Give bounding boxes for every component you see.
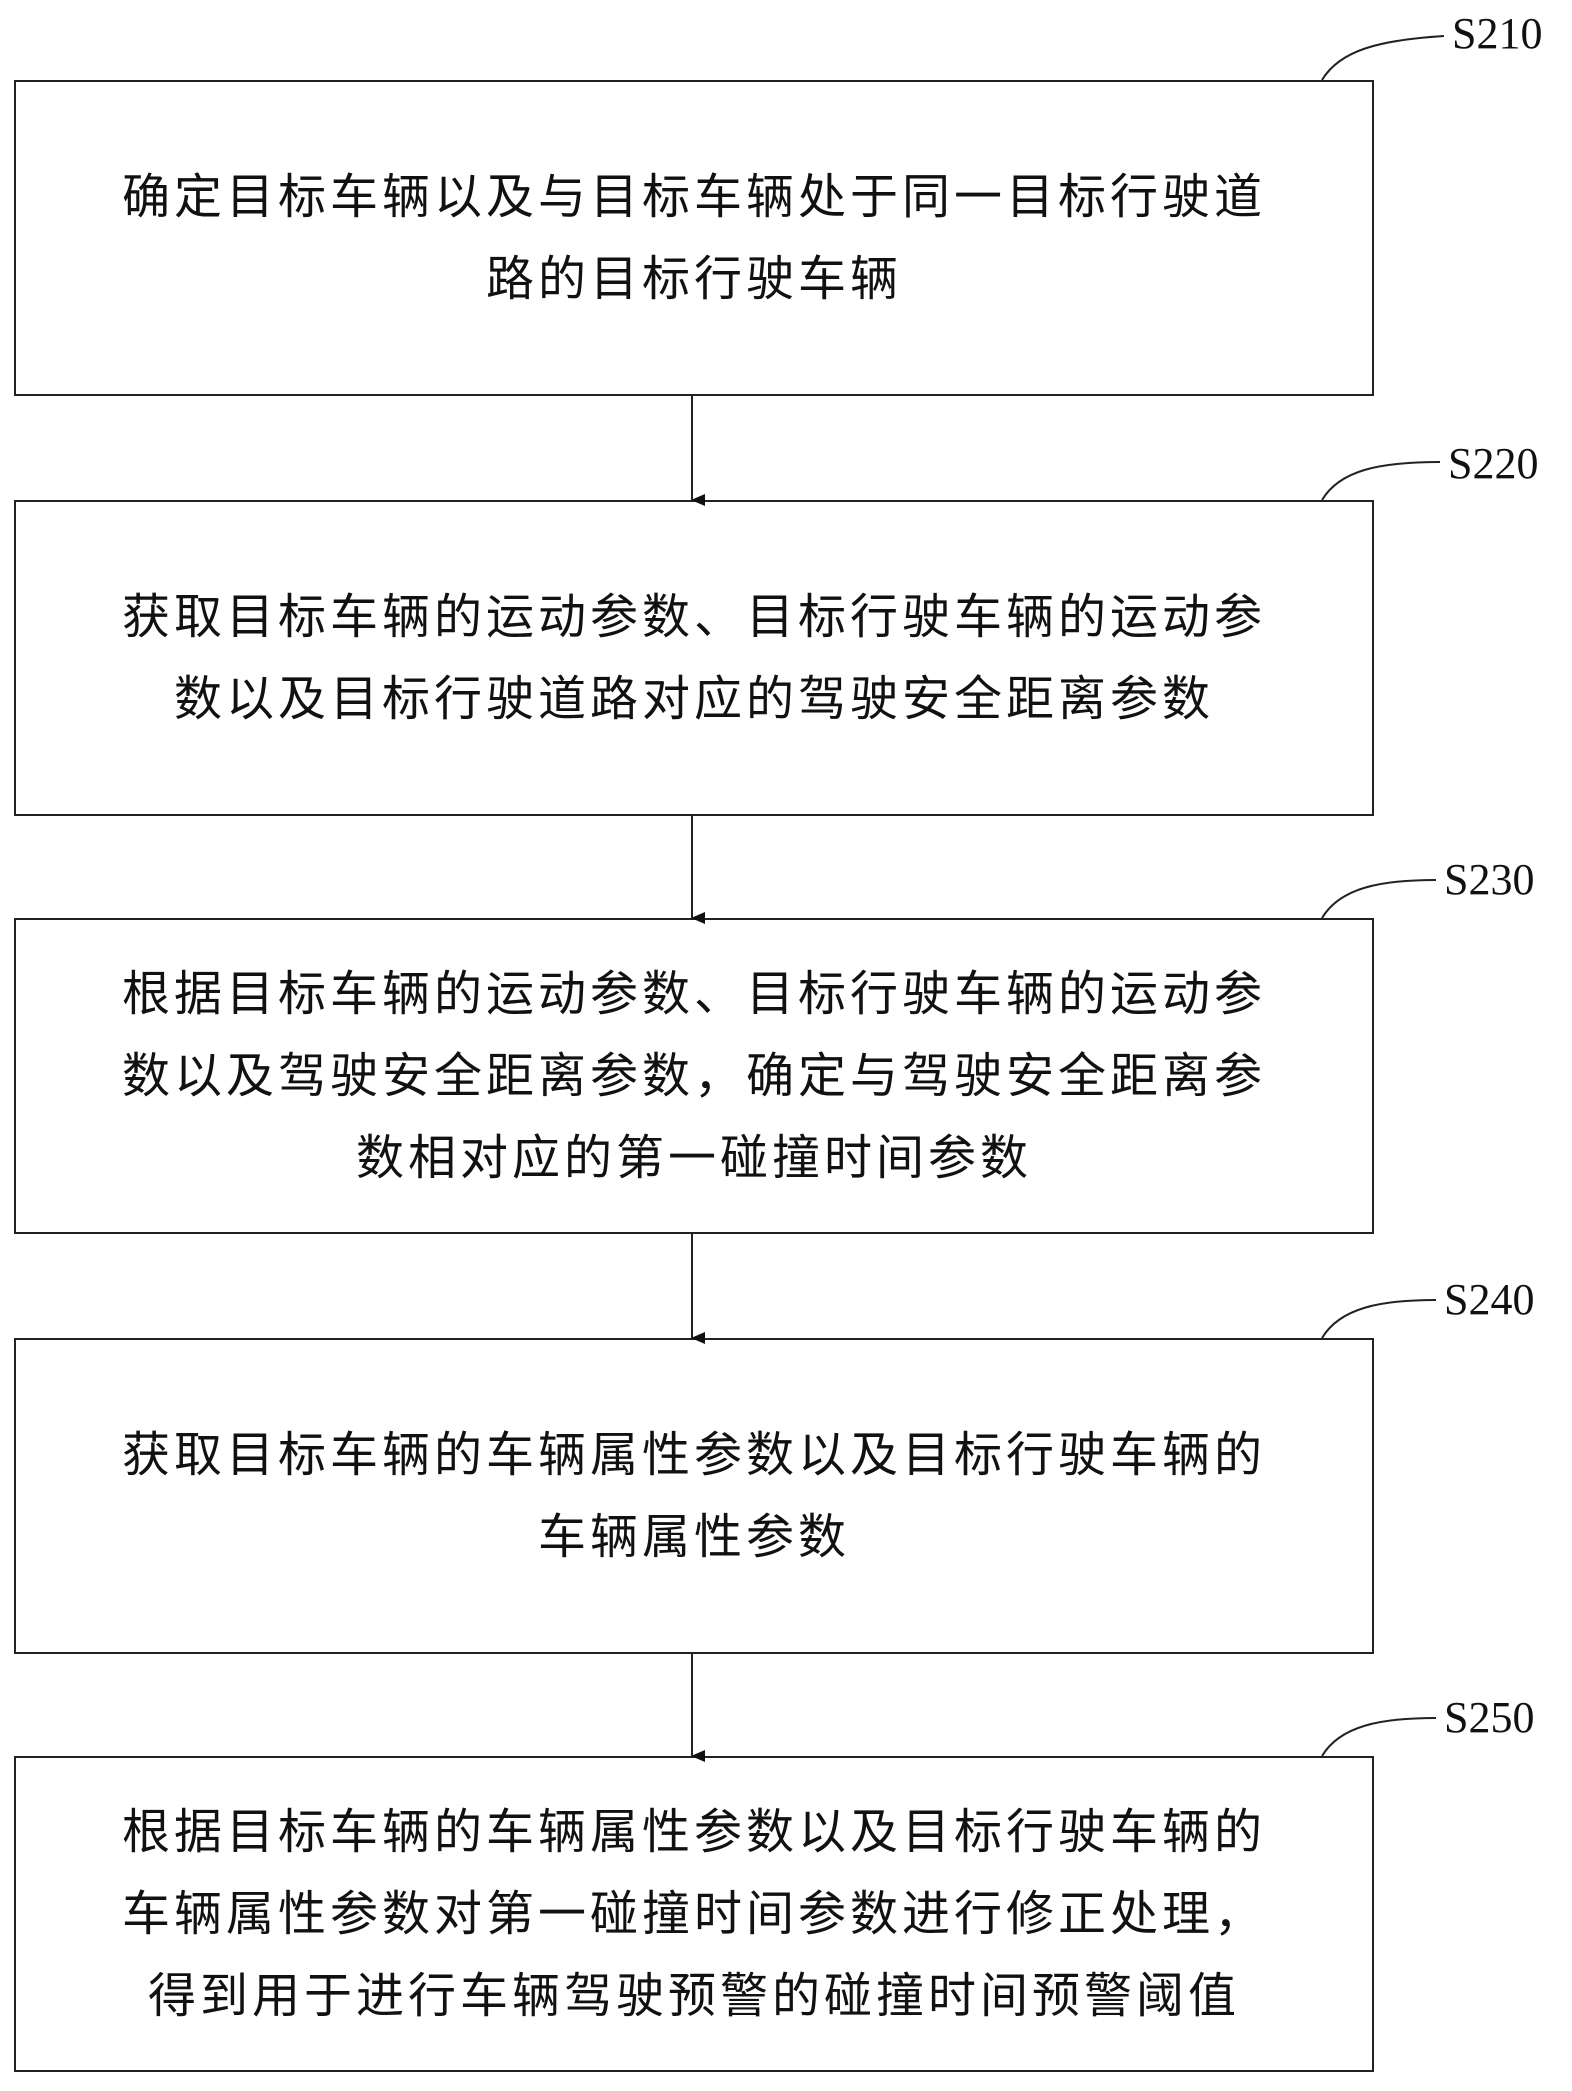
step-box-s230: 根据目标车辆的运动参数、目标行驶车辆的运动参 数以及驾驶安全距离参数，确定与驾驶… bbox=[14, 918, 1374, 1234]
step-label-s210: S210 bbox=[1452, 9, 1543, 58]
leader-curve-s250 bbox=[1321, 1717, 1437, 1757]
step-label-s220: S220 bbox=[1448, 439, 1539, 488]
step-label-s250: S250 bbox=[1444, 1693, 1535, 1742]
step-text-s230: 根据目标车辆的运动参数、目标行驶车辆的运动参 数以及驾驶安全距离参数，确定与驾驶… bbox=[121, 966, 1266, 1186]
step-text-s240: 获取目标车辆的车辆属性参数以及目标行驶车辆的 车辆属性参数 bbox=[121, 1427, 1266, 1565]
leader-curve-s240 bbox=[1321, 1299, 1437, 1339]
leader-curve-s230 bbox=[1321, 879, 1437, 919]
step-label-s240: S240 bbox=[1444, 1275, 1535, 1324]
leader-curve-s210 bbox=[1321, 35, 1445, 81]
step-label-s230: S230 bbox=[1444, 855, 1535, 904]
step-box-s250: 根据目标车辆的车辆属性参数以及目标行驶车辆的 车辆属性参数对第一碰撞时间参数进行… bbox=[14, 1756, 1374, 2072]
step-text-s220: 获取目标车辆的运动参数、目标行驶车辆的运动参 数以及目标行驶道路对应的驾驶安全距… bbox=[121, 589, 1266, 727]
step-text-s210: 确定目标车辆以及与目标车辆处于同一目标行驶道 路的目标行驶车辆 bbox=[121, 169, 1266, 307]
leader-curve-s220 bbox=[1321, 461, 1441, 501]
step-box-s210: 确定目标车辆以及与目标车辆处于同一目标行驶道 路的目标行驶车辆 bbox=[14, 80, 1374, 396]
step-text-s250: 根据目标车辆的车辆属性参数以及目标行驶车辆的 车辆属性参数对第一碰撞时间参数进行… bbox=[121, 1804, 1266, 2024]
step-box-s240: 获取目标车辆的车辆属性参数以及目标行驶车辆的 车辆属性参数 bbox=[14, 1338, 1374, 1654]
